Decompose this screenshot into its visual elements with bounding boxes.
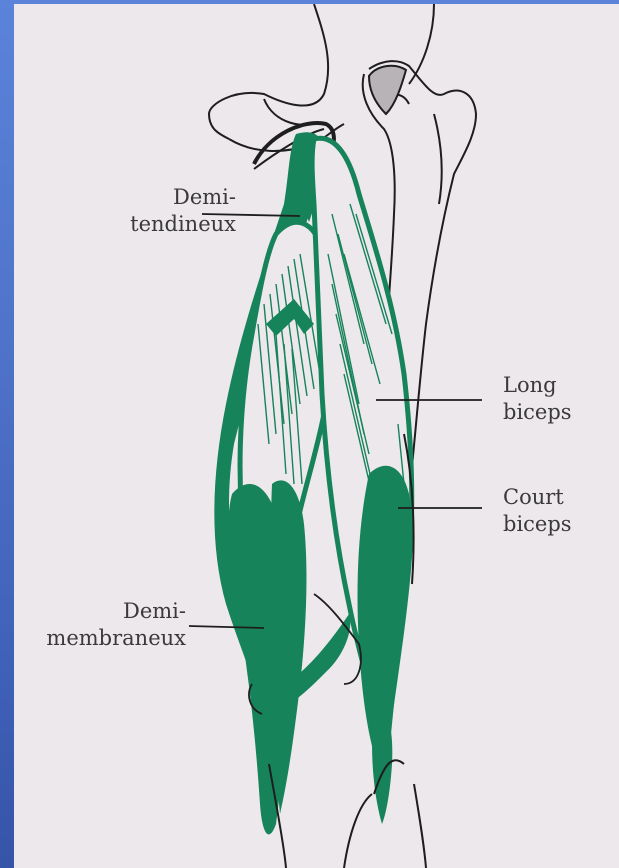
label-long-biceps: Long biceps [503, 372, 572, 426]
leg-bones [269, 760, 426, 868]
label-line: Demi- [130, 184, 236, 211]
label-line: membraneux [14, 625, 186, 652]
label-line: biceps [503, 511, 572, 538]
femoral-head-cartilage [369, 66, 406, 114]
label-demi-membraneux: Demi- membraneux [14, 598, 186, 652]
label-demi-tendineux: Demi- tendineux [130, 184, 236, 238]
label-line: Court [503, 484, 572, 511]
anatomy-drawing [14, 4, 619, 868]
label-line: Demi- [14, 598, 186, 625]
label-line: Long [503, 372, 572, 399]
hamstring-illustration: Demi- tendineux Long biceps Court biceps… [14, 4, 619, 868]
label-court-biceps: Court biceps [503, 484, 572, 538]
label-line: tendineux [130, 211, 236, 238]
label-line: biceps [503, 399, 572, 426]
